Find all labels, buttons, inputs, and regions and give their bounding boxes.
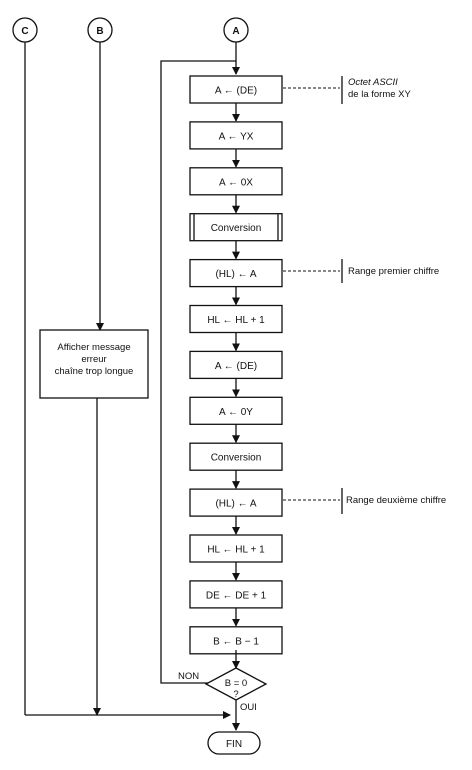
- process-step-label: Conversion: [211, 223, 262, 234]
- process-step-box: [189, 258, 283, 288]
- decision-question-mark: ?: [233, 689, 238, 700]
- process-step: A ← 0X: [189, 167, 283, 196]
- connector-c: C: [12, 17, 38, 43]
- process-step-label: A ← YX: [219, 131, 254, 142]
- process-step-label: Conversion: [211, 453, 262, 464]
- process-step: DE ← DE + 1: [189, 580, 283, 609]
- process-step-box: [189, 167, 283, 196]
- process-step: A ← YX: [189, 121, 283, 150]
- process-step-box: [189, 534, 283, 563]
- connector-c-label: C: [21, 26, 28, 37]
- decision-condition: B = 0: [225, 678, 247, 689]
- process-step-box: [189, 213, 283, 242]
- annotation-range-premier: Range premier chiffre: [283, 259, 439, 283]
- connector-a: A: [223, 17, 249, 43]
- process-step-label: DE ← DE + 1: [206, 590, 267, 601]
- end-terminator: FIN: [207, 731, 261, 755]
- process-step-label: HL ← HL + 1: [207, 315, 265, 326]
- annotation-range-deuxieme: Range deuxième chiffre: [283, 488, 446, 514]
- end-label: FIN: [226, 739, 242, 750]
- connector-b-label: B: [96, 26, 103, 37]
- annotation-octet: Octet ASCII de la forme XY: [283, 76, 411, 104]
- process-step-box: [189, 488, 283, 517]
- process-step-label: A ← (DE): [215, 86, 257, 97]
- process-step-box: [189, 626, 283, 655]
- process-step: HL ← HL + 1: [189, 534, 283, 563]
- error-message-box: Afficher message erreur chaîne trop long…: [39, 329, 149, 399]
- process-step-label: A ← 0X: [219, 177, 253, 188]
- error-box-line2: erreur: [81, 354, 106, 365]
- annotation-octet-line1: Octet ASCII: [348, 77, 398, 88]
- process-step: (HL) ← A: [189, 258, 283, 288]
- error-box-line3: chaîne trop longue: [55, 366, 134, 377]
- process-step-box: [189, 350, 283, 380]
- connector-b: B: [87, 17, 113, 43]
- decision-b-zero: B = 0 ?: [204, 667, 268, 701]
- error-box-line1: Afficher message: [57, 342, 130, 353]
- process-step: Conversion: [189, 213, 283, 242]
- annotation-range-deuxieme-text: Range deuxième chiffre: [346, 495, 446, 506]
- decision-yes-label: OUI: [240, 702, 257, 713]
- process-step-box: [189, 75, 283, 104]
- process-step-box: [189, 396, 283, 425]
- process-step-label: A ← 0Y: [219, 407, 253, 418]
- process-step: A ← 0Y: [189, 396, 283, 425]
- process-step: A ← (DE): [189, 350, 283, 380]
- decision-no-label: NON: [178, 671, 199, 682]
- process-step-label: B ← B − 1: [213, 636, 259, 647]
- process-steps: A ← (DE) A ← YX A ← 0X Conversion (HL) ← A HL…: [189, 75, 283, 655]
- loop-back-line: [160, 60, 236, 684]
- process-step: A ← (DE): [189, 75, 283, 104]
- process-step-label: (HL) ← A: [215, 269, 256, 280]
- annotation-octet-line2: de la forme XY: [348, 89, 411, 100]
- annotation-range-premier-text: Range premier chiffre: [348, 266, 439, 277]
- process-step: Conversion: [189, 442, 283, 471]
- process-step-box: [189, 304, 283, 334]
- connector-a-label: A: [232, 26, 239, 37]
- process-step-label: A ← (DE): [215, 361, 257, 372]
- process-step-label: (HL) ← A: [215, 499, 256, 510]
- process-step: B ← B − 1: [189, 626, 283, 655]
- process-step-box: [189, 580, 283, 609]
- process-step-label: HL ← HL + 1: [207, 545, 265, 556]
- process-step-box: [189, 121, 283, 150]
- process-step: (HL) ← A: [189, 488, 283, 517]
- process-step: HL ← HL + 1: [189, 304, 283, 334]
